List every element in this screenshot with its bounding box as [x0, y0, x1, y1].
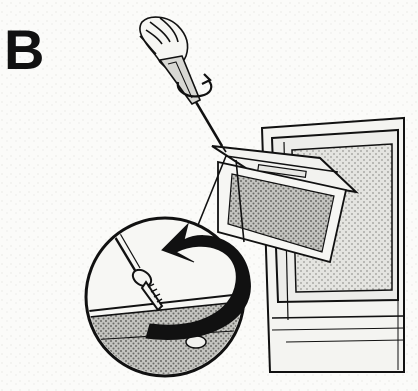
step-letter: B	[4, 22, 44, 78]
